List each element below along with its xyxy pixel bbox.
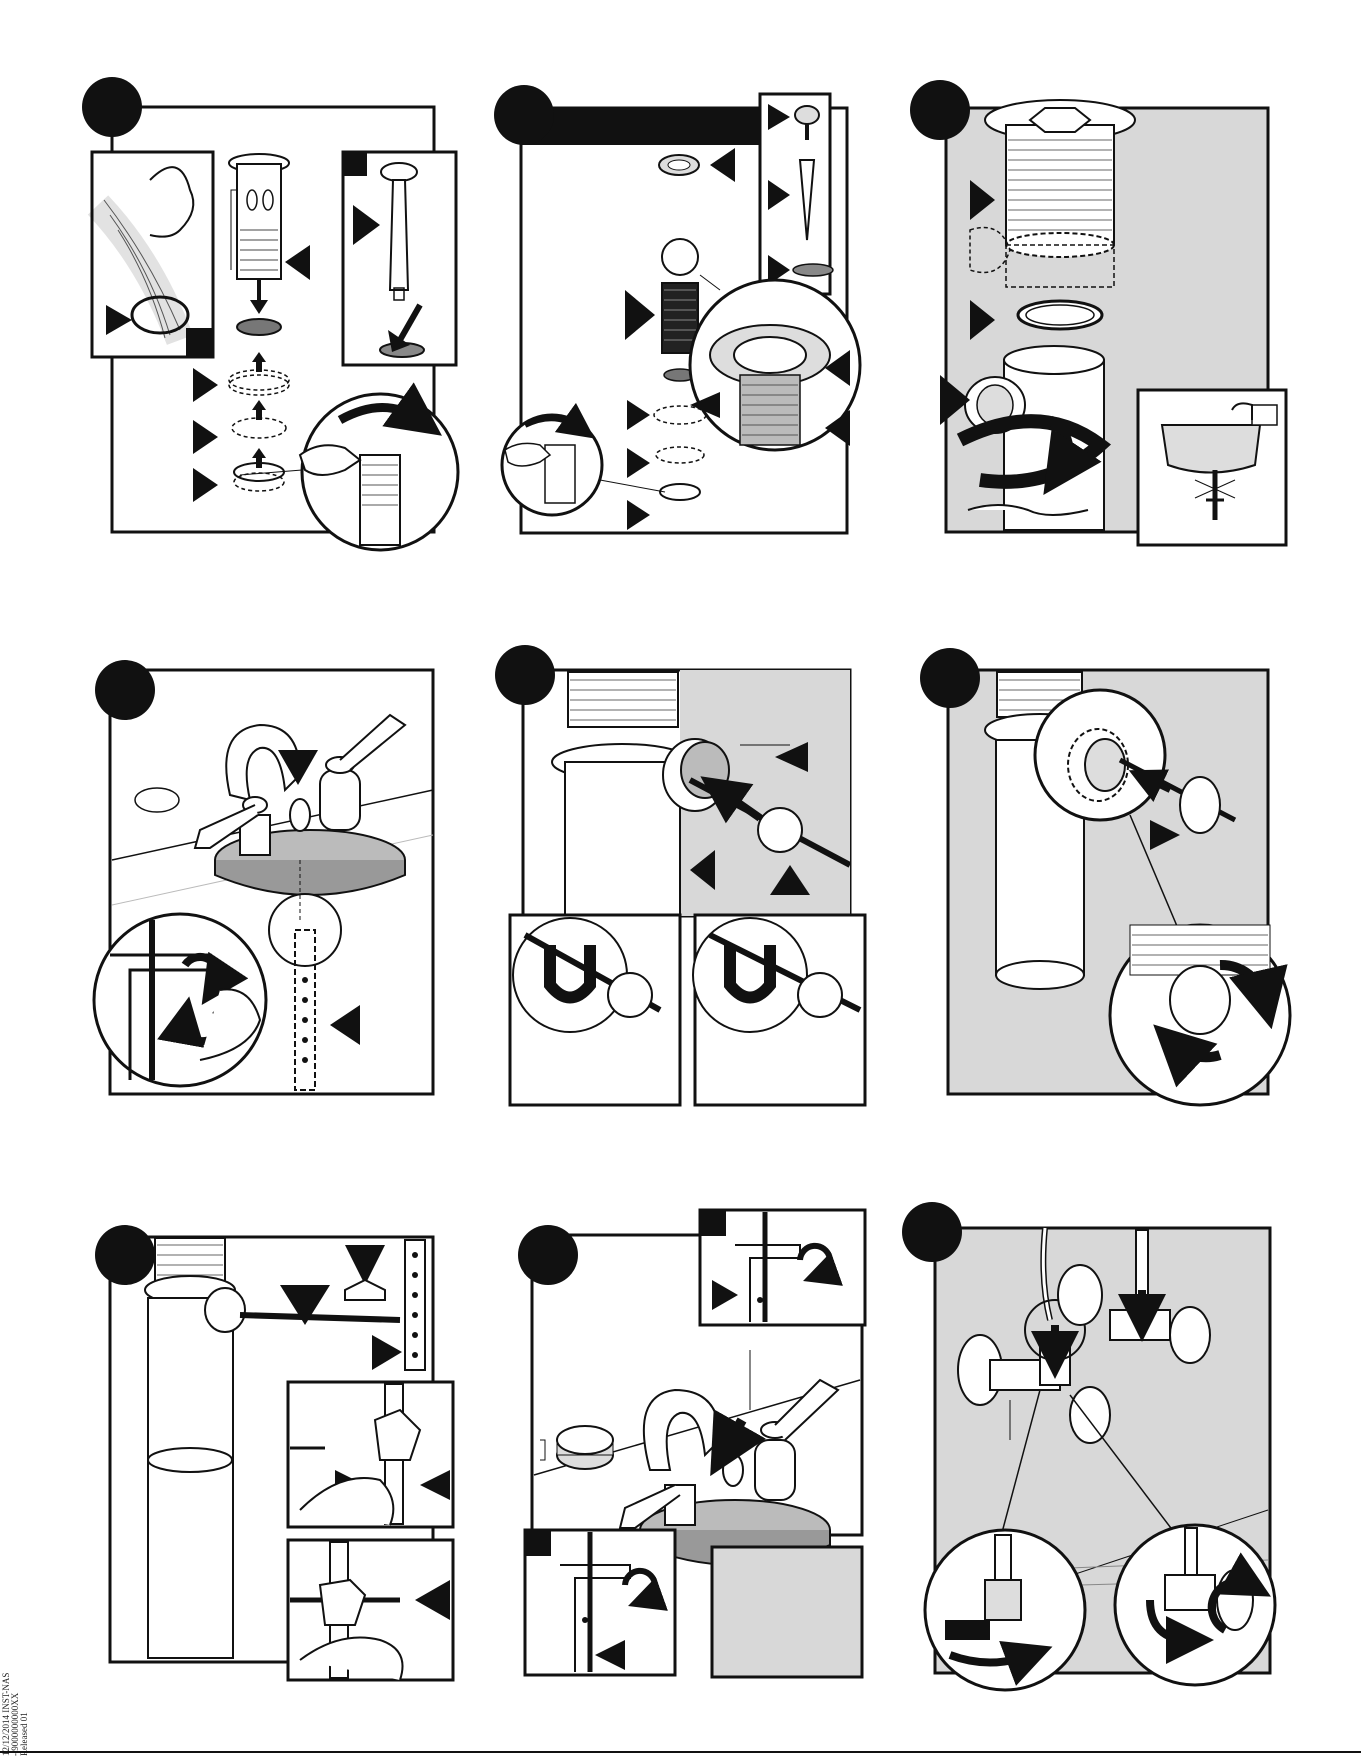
step-4-badge xyxy=(95,660,155,720)
step-5-badge xyxy=(495,645,555,705)
sink-icon xyxy=(1162,425,1260,473)
footer-line-2: Released 01 xyxy=(19,1712,29,1756)
step-1-panel xyxy=(82,77,458,550)
hand-inset xyxy=(92,152,213,357)
clip-inset-1 xyxy=(288,1382,453,1527)
note-box xyxy=(712,1547,862,1677)
wrench-icon xyxy=(925,1530,1085,1690)
clip-inset-2 xyxy=(288,1540,453,1680)
footer-revision-note: 12/12/2014 INST-NAS - 9000000000XX Relea… xyxy=(2,1668,16,1756)
step-6-panel xyxy=(920,648,1290,1105)
step-8-badge xyxy=(518,1225,578,1285)
page-bottom-rule xyxy=(0,1751,1361,1753)
step-2-badge xyxy=(494,85,554,145)
clip-icon xyxy=(94,914,266,1086)
step-7-panel xyxy=(95,1225,453,1680)
pivot-rod-icon xyxy=(343,152,456,365)
stopper-inset xyxy=(760,94,833,294)
step-8-panel xyxy=(518,1210,865,1677)
ball-detail-left xyxy=(510,915,680,1105)
step-1-badge xyxy=(82,77,142,137)
step-3-badge xyxy=(910,80,970,140)
step-9-badge xyxy=(902,1202,962,1262)
nut-detail xyxy=(1110,925,1290,1105)
step-3-panel xyxy=(910,80,1286,545)
sink-inset xyxy=(1138,390,1286,545)
valve-detail xyxy=(1115,1525,1275,1685)
clip-inset-bottom xyxy=(525,1530,675,1675)
step-6-badge xyxy=(920,648,980,708)
clip-inset-top xyxy=(700,1210,865,1325)
step-7-badge xyxy=(95,1225,155,1285)
step-2-panel xyxy=(494,85,860,533)
step-9-panel xyxy=(902,1202,1275,1690)
step-5-panel xyxy=(495,645,865,1105)
step-4-panel xyxy=(94,660,433,1094)
ball-detail-right xyxy=(693,915,865,1105)
